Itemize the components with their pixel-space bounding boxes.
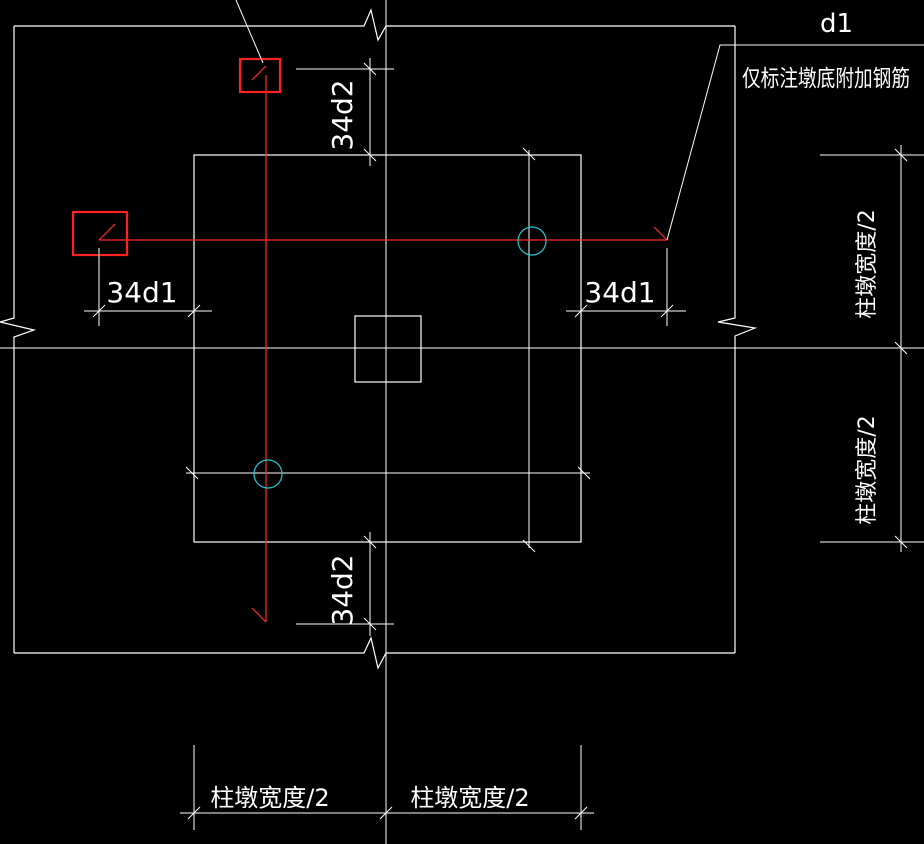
slab-right-edge (717, 26, 758, 653)
rebar-d2-hook (251, 607, 267, 623)
tick (522, 539, 536, 553)
tick (92, 304, 106, 318)
dimension-left-34d1 (84, 248, 212, 326)
label-dim-left-34d1: 34d1 (106, 276, 177, 309)
slab-top-edge (14, 8, 735, 42)
tick (577, 466, 591, 480)
tick (185, 466, 199, 480)
tick (187, 806, 201, 820)
leader-d1 (666, 44, 924, 241)
dimension-top-34d2 (296, 58, 394, 166)
marker-d2-slash (251, 65, 267, 81)
slab-outline (0, 8, 758, 670)
label-dim-right-34d1: 34d1 (584, 276, 655, 309)
rebar-d1-hook (653, 226, 668, 241)
rebar-markers (71, 57, 282, 257)
marker-d1-slash (98, 223, 116, 241)
tick (363, 148, 377, 162)
tick (363, 617, 377, 631)
marker-d2 (238, 57, 282, 94)
dimension-right-half-widths (820, 145, 924, 552)
dimension-bottom-half-widths (180, 745, 594, 830)
label-half-width-bottom-right: 柱墩宽度/2 (410, 784, 529, 812)
marker-d1 (71, 210, 129, 257)
tick (894, 341, 908, 355)
column-outline (354, 315, 422, 383)
rebar-circles (253, 226, 547, 489)
dimension-bottom-34d2 (296, 532, 394, 636)
label-half-width-bottom-left: 柱墩宽度/2 (210, 784, 329, 812)
slab-bottom-edge (14, 636, 735, 670)
leader-lines (235, 0, 924, 241)
label-dim-bottom-34d2: 34d2 (326, 554, 359, 625)
dimension-right-34d1 (566, 248, 686, 326)
circle-d2-anchor (253, 459, 283, 489)
label-note: 仅标注墩底附加钢筋 (742, 66, 910, 92)
label-d1: d1 (820, 9, 853, 39)
tick (894, 535, 908, 549)
additional-rebars (99, 75, 668, 623)
tick (379, 806, 393, 820)
label-half-width-right-bottom: 柱墩宽度/2 (855, 415, 880, 524)
tick (660, 304, 674, 318)
tick (522, 147, 536, 161)
tick (574, 806, 588, 820)
column-pier-outline (193, 154, 582, 543)
inner-lines (185, 147, 591, 553)
leader-d2 (235, 0, 264, 64)
tick (894, 148, 908, 162)
circle-d1-anchor (517, 226, 547, 256)
tick (363, 62, 377, 76)
tick (574, 304, 588, 318)
slab-left-edge (0, 26, 37, 653)
label-dim-top-34d2: 34d2 (326, 79, 359, 150)
tick (187, 304, 201, 318)
label-half-width-right-top: 柱墩宽度/2 (855, 209, 880, 318)
tick (363, 535, 377, 549)
